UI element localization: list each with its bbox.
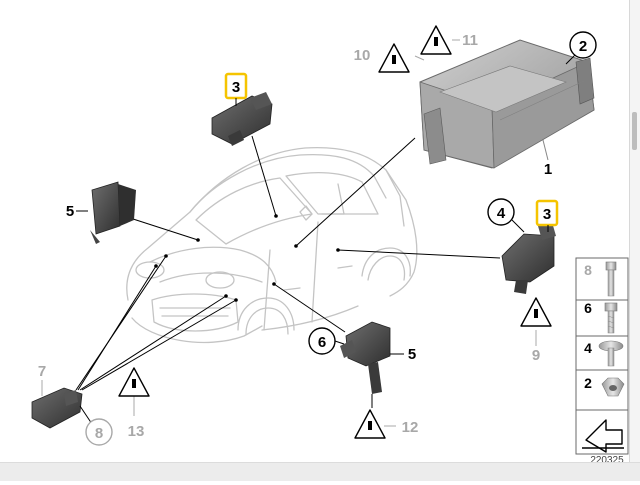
callout-circle-gray <box>85 418 113 446</box>
callout-2: 2 <box>579 38 587 55</box>
callout-11: 11 <box>462 32 478 49</box>
leader-6 <box>334 340 345 345</box>
hex-nut-icon <box>601 377 625 397</box>
sensor-left-bottom <box>31 387 83 429</box>
callout-5-bottom: 5 <box>408 346 416 363</box>
control-unit <box>419 39 595 169</box>
leader-dots <box>154 214 340 302</box>
parts-table: 8 6 4 2 <box>575 257 629 455</box>
callout-6: 6 <box>318 334 326 351</box>
direction-arrow-icon <box>582 419 624 453</box>
callout-1: 1 <box>544 161 552 178</box>
diagram-number: 220325 <box>590 455 624 466</box>
leader-lines <box>75 79 549 391</box>
parts-row-number: 6 <box>584 300 592 316</box>
callout-3-top: 3 <box>232 79 240 96</box>
scrollbar-thumb[interactable] <box>632 112 637 150</box>
leader-4 <box>511 219 525 233</box>
leader-10 <box>414 55 425 61</box>
plug-icon <box>132 37 538 430</box>
sensor-right <box>501 222 556 294</box>
sensor-top <box>211 92 273 146</box>
callout-9: 9 <box>532 347 540 364</box>
callout-13: 13 <box>128 423 145 440</box>
callout-5-left: 5 <box>66 203 74 220</box>
leader-2 <box>565 54 576 65</box>
highlight-box <box>224 72 559 227</box>
callout-10: 10 <box>354 47 371 64</box>
bracket-sensor-bottom <box>340 321 391 394</box>
bottom-bar <box>0 462 640 481</box>
callout-circle <box>308 31 597 355</box>
callout-8: 8 <box>95 425 103 442</box>
scrollbar-track[interactable] <box>629 0 640 462</box>
car-outline <box>126 146 418 344</box>
callout-7: 7 <box>38 363 46 380</box>
bolt-icon <box>605 261 617 297</box>
parts-row-number: 8 <box>584 262 592 278</box>
callout-4: 4 <box>497 205 506 222</box>
bracket-sensor-left <box>90 181 136 244</box>
callout-3-right: 3 <box>543 206 551 223</box>
collar-screw-icon <box>598 340 624 367</box>
leader-8 <box>79 405 93 425</box>
parts-row-number: 4 <box>584 340 592 356</box>
parts-row-number: 2 <box>584 375 592 391</box>
callout-12: 12 <box>402 419 419 436</box>
screw-icon <box>604 302 618 334</box>
